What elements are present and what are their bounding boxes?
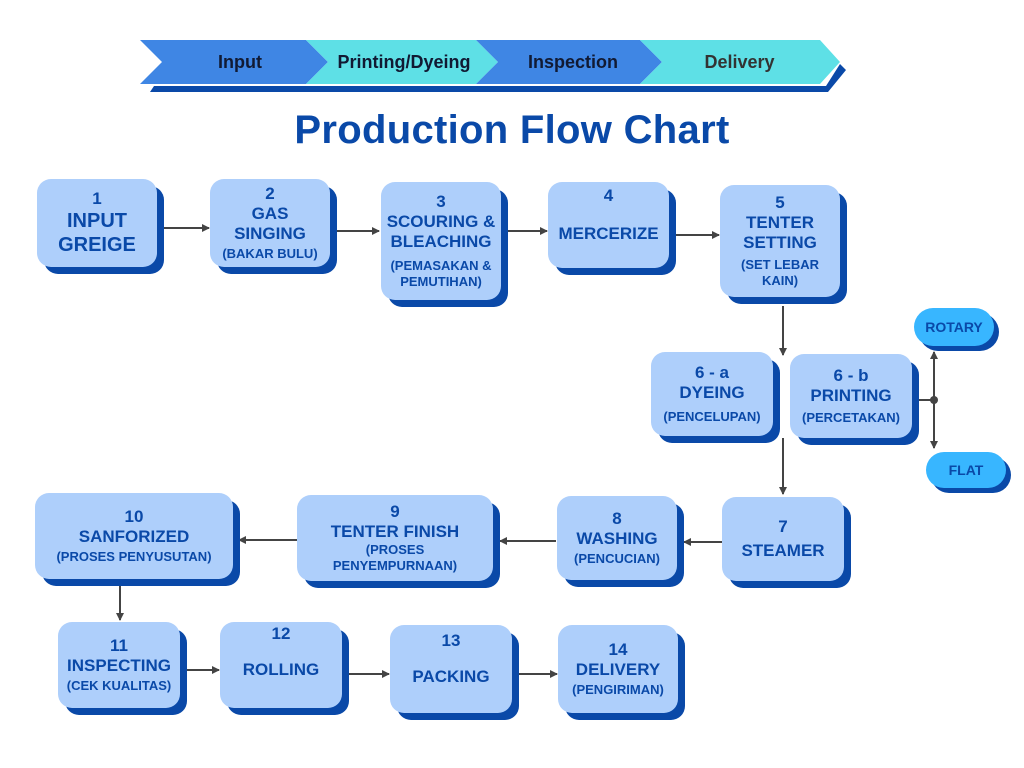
chevron-stage-2 bbox=[306, 40, 498, 84]
banner-chevrons bbox=[140, 40, 846, 92]
node-face: 5 TENTER SETTING (SET LEBAR KAIN) bbox=[720, 185, 840, 297]
node-subtitle: (PENCELUPAN) bbox=[663, 409, 761, 424]
node-name: INSPECTING bbox=[67, 656, 171, 675]
process-stage-banner: Input Printing/Dyeing Inspection Deliver… bbox=[140, 40, 850, 92]
node-number: 6 - b bbox=[833, 366, 869, 385]
node-number: 13 bbox=[441, 631, 461, 650]
branch-junction-dot bbox=[930, 396, 938, 404]
node-number: 5 bbox=[775, 193, 785, 212]
node-subtitle: (SET LEBAR KAIN) bbox=[741, 257, 819, 288]
node-subtitle: (PEMASAKAN & PEMUTIHAN) bbox=[390, 258, 492, 289]
node-number: 4 bbox=[603, 186, 614, 205]
node-face: 6 - a DYEING (PENCELUPAN) bbox=[651, 352, 773, 436]
node-face: 13 PACKING bbox=[390, 625, 512, 713]
chevron-stage-3 bbox=[476, 40, 662, 84]
pill-label: ROTARY bbox=[914, 308, 994, 346]
node-face: 4 MERCERIZE bbox=[548, 182, 669, 268]
node-8-washing: 8 WASHING (PENCUCIAN) bbox=[557, 496, 684, 587]
node-name: DYEING bbox=[679, 383, 745, 402]
node-face: 8 WASHING (PENCUCIAN) bbox=[557, 496, 677, 580]
chevron-stage-1 bbox=[140, 40, 328, 84]
node-subtitle: (BAKAR BULU) bbox=[222, 246, 318, 261]
node-name: ROLLING bbox=[242, 660, 320, 679]
node-11-inspecting: 11 INSPECTING (CEK KUALITAS) bbox=[58, 622, 187, 715]
chevron-stage-4 bbox=[640, 40, 840, 84]
node-subtitle: (PENGIRIMAN) bbox=[572, 682, 664, 697]
stage-label-inspection: Inspection bbox=[527, 52, 618, 72]
node-name: TENTER SETTING bbox=[743, 213, 817, 252]
node-face: 1 INPUT GREIGE bbox=[37, 179, 157, 267]
node-13-packing: 13 PACKING bbox=[390, 625, 519, 720]
node-6a-dyeing: 6 - a DYEING (PENCELUPAN) bbox=[651, 352, 780, 443]
node-face: 2 GAS SINGING (BAKAR BULU) bbox=[210, 179, 330, 267]
stage-label-delivery: Delivery bbox=[704, 52, 775, 72]
node-subtitle: (PROSES PENYEMPURNAAN) bbox=[332, 542, 458, 573]
node-name: STEAMER bbox=[741, 541, 825, 560]
printing-option-rotary: ROTARY bbox=[914, 308, 999, 351]
node-subtitle: (CEK KUALITAS) bbox=[66, 678, 172, 693]
node-subtitle: (PENCUCIAN) bbox=[574, 551, 660, 566]
node-name: PACKING bbox=[412, 667, 490, 686]
node-face: 14 DELIVERY (PENGIRIMAN) bbox=[558, 625, 678, 713]
banner-shadow bbox=[150, 64, 846, 92]
node-number: 8 bbox=[612, 509, 622, 528]
node-name: TENTER FINISH bbox=[330, 522, 460, 541]
node-face: 12 ROLLING bbox=[220, 622, 342, 708]
node-name: SANFORIZED bbox=[78, 527, 190, 546]
node-number: 9 bbox=[390, 502, 400, 521]
node-3-scouring-bleaching: 3 SCOURING & BLEACHING (PEMASAKAN & PEMU… bbox=[381, 182, 508, 307]
node-name: WASHING bbox=[576, 529, 658, 548]
node-number: 11 bbox=[110, 636, 128, 655]
stage-label-printing-dyeing: Printing/Dyeing bbox=[337, 52, 471, 72]
node-2-gas-singing: 2 GAS SINGING (BAKAR BULU) bbox=[210, 179, 337, 274]
node-1-input-greige: 1 INPUT GREIGE bbox=[37, 179, 164, 274]
node-number: 1 bbox=[92, 189, 102, 208]
node-face: 6 - b PRINTING (PERCETAKAN) bbox=[790, 354, 912, 438]
node-4-mercerize: 4 MERCERIZE bbox=[548, 182, 676, 275]
node-face: 3 SCOURING & BLEACHING (PEMASAKAN & PEMU… bbox=[381, 182, 501, 300]
node-subtitle: (PROSES PENYUSUTAN) bbox=[56, 549, 212, 564]
node-14-delivery: 14 DELIVERY (PENGIRIMAN) bbox=[558, 625, 685, 720]
node-7-steamer: 7 STEAMER bbox=[722, 497, 851, 588]
stage-label-input: Input bbox=[218, 52, 262, 72]
node-number: 2 bbox=[265, 184, 275, 203]
node-face: 11 INSPECTING (CEK KUALITAS) bbox=[58, 622, 180, 708]
node-number: 7 bbox=[778, 517, 788, 536]
node-number: 6 - a bbox=[694, 363, 730, 382]
node-5-tenter-setting: 5 TENTER SETTING (SET LEBAR KAIN) bbox=[720, 185, 847, 304]
page-title: Production Flow Chart bbox=[294, 108, 730, 152]
node-10-sanforized: 10 SANFORIZED (PROSES PENYUSUTAN) bbox=[35, 493, 240, 586]
node-face: 7 STEAMER bbox=[722, 497, 844, 581]
node-number: 12 bbox=[271, 624, 291, 643]
node-name: PRINTING bbox=[810, 386, 892, 405]
pill-label: FLAT bbox=[926, 452, 1006, 488]
printing-option-flat: FLAT bbox=[926, 452, 1011, 493]
node-number: 3 bbox=[436, 192, 446, 211]
node-face: 10 SANFORIZED (PROSES PENYUSUTAN) bbox=[35, 493, 233, 579]
node-number: 10 bbox=[124, 507, 144, 526]
node-12-rolling: 12 ROLLING bbox=[220, 622, 349, 715]
node-name: MERCERIZE bbox=[558, 224, 659, 243]
node-name: GAS SINGING bbox=[234, 204, 306, 243]
node-name: INPUT GREIGE bbox=[58, 210, 136, 256]
node-face: 9 TENTER FINISH (PROSES PENYEMPURNAAN) bbox=[297, 495, 493, 581]
node-subtitle: (PERCETAKAN) bbox=[802, 410, 900, 425]
node-name: DELIVERY bbox=[575, 660, 661, 679]
node-9-tenter-finish: 9 TENTER FINISH (PROSES PENYEMPURNAAN) bbox=[297, 495, 500, 588]
node-name: SCOURING & BLEACHING bbox=[386, 212, 496, 251]
node-6b-printing: 6 - b PRINTING (PERCETAKAN) bbox=[790, 354, 919, 445]
node-number: 14 bbox=[608, 640, 628, 659]
